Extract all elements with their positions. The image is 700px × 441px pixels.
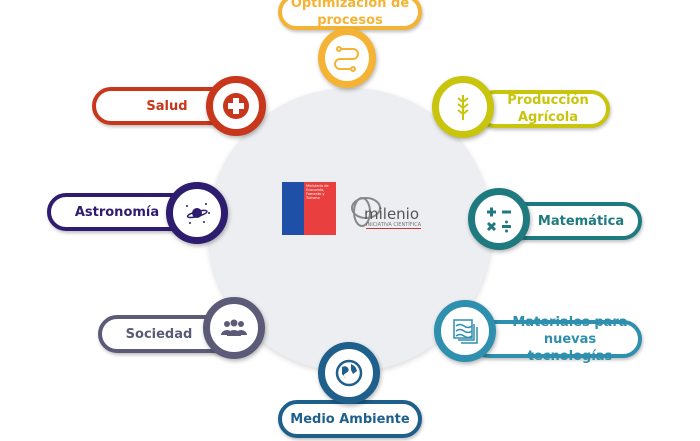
wheat-icon <box>432 76 494 138</box>
gobierno-chile-logo: Ministerio de Economía, Fomento y Turism… <box>282 182 336 235</box>
people-icon <box>203 297 265 359</box>
area-produccion-agricola[interactable]: Producción Agrícola <box>476 90 610 128</box>
area-optimizacion[interactable]: Optimización de procesos <box>278 0 422 30</box>
area-label: Optimización de procesos <box>290 0 410 28</box>
area-label: Sociedad <box>125 326 193 342</box>
area-label: Materiales para nuevas tecnologías <box>512 314 628 364</box>
area-label: Producción Agrícola <box>507 93 589 125</box>
area-label: Medio Ambiente <box>290 411 410 427</box>
material-layers-icon <box>434 300 496 362</box>
area-label: Astronomía <box>74 204 160 220</box>
area-label: Matemática <box>537 213 625 229</box>
medical-cross-icon <box>206 76 266 136</box>
planet-icon <box>166 182 228 244</box>
area-label: Salud <box>146 98 188 114</box>
area-materiales[interactable]: Materiales para nuevas tecnologías <box>470 315 642 364</box>
area-medio-ambiente[interactable]: Medio Ambiente <box>278 400 422 438</box>
math-operators-icon <box>468 188 530 250</box>
process-flow-icon <box>318 28 376 88</box>
globe-icon <box>318 342 380 404</box>
